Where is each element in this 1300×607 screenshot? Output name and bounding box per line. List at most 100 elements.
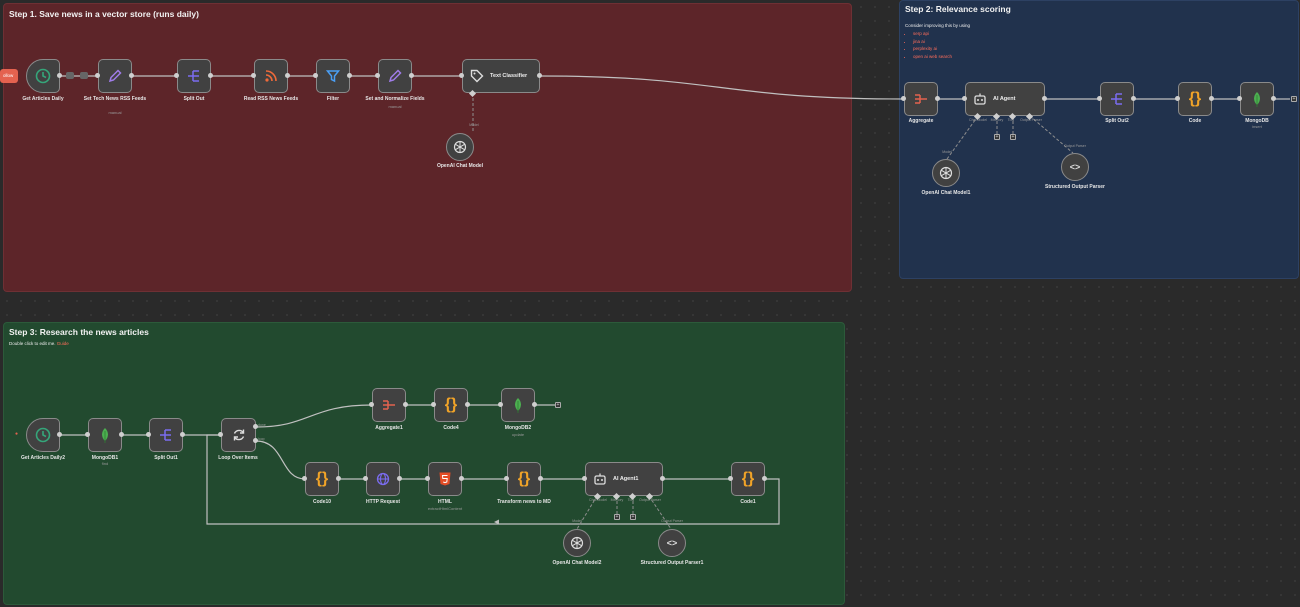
- node-mongodb2[interactable]: [501, 388, 535, 422]
- input-port[interactable]: [1097, 96, 1102, 101]
- node-structured-output-parser[interactable]: <>: [1061, 153, 1089, 181]
- braces-icon: {}: [316, 471, 328, 487]
- add-memory-button[interactable]: +: [994, 134, 1000, 140]
- add-memory-button[interactable]: +: [614, 514, 620, 520]
- input-port[interactable]: [498, 402, 503, 407]
- output-port[interactable]: [403, 402, 408, 407]
- input-port[interactable]: [375, 73, 380, 78]
- node-split-out2[interactable]: [1100, 82, 1134, 116]
- output-port[interactable]: [537, 73, 542, 78]
- input-port[interactable]: [174, 73, 179, 78]
- node-ai-agent[interactable]: AI Agent: [965, 82, 1045, 116]
- output-port[interactable]: [465, 402, 470, 407]
- output-port[interactable]: [1042, 96, 1047, 101]
- node-http-request[interactable]: [366, 462, 400, 496]
- node-label: Split Out2: [1087, 118, 1147, 124]
- node-label: OpenAI Chat Model2: [537, 560, 617, 566]
- input-port[interactable]: [962, 96, 967, 101]
- node-openai-chat-model1[interactable]: [932, 159, 960, 187]
- node-loop-over-items[interactable]: [221, 418, 256, 452]
- node-label: Text Classifier: [490, 73, 527, 79]
- node-openai-chat-model2[interactable]: [563, 529, 591, 557]
- output-port[interactable]: [57, 73, 62, 78]
- output-port[interactable]: [532, 402, 537, 407]
- node-label: HTTP Request: [348, 499, 418, 505]
- node-read-rss-news-feeds[interactable]: [254, 59, 288, 93]
- braces-icon: {}: [1189, 91, 1201, 107]
- node-code1[interactable]: {}: [731, 462, 765, 496]
- output-port[interactable]: [935, 96, 940, 101]
- output-port[interactable]: [129, 73, 134, 78]
- output-port[interactable]: [459, 476, 464, 481]
- node-filter[interactable]: [316, 59, 350, 93]
- output-port[interactable]: [1209, 96, 1214, 101]
- port-label: Model: [557, 519, 597, 523]
- node-subtitle: find: [75, 461, 135, 466]
- node-aggregate1[interactable]: [372, 388, 406, 422]
- node-set-and-normalize-fields[interactable]: [378, 59, 412, 93]
- input-port[interactable]: [85, 432, 90, 437]
- output-port[interactable]: [660, 476, 665, 481]
- node-code4[interactable]: {}: [434, 388, 468, 422]
- output-port[interactable]: [397, 476, 402, 481]
- input-port[interactable]: [363, 476, 368, 481]
- output-port[interactable]: [180, 432, 185, 437]
- output-port[interactable]: [538, 476, 543, 481]
- node-subtitle: manual: [355, 104, 435, 109]
- done-port[interactable]: [253, 424, 258, 429]
- output-port[interactable]: [409, 73, 414, 78]
- add-tool-button[interactable]: +: [630, 514, 636, 520]
- input-port[interactable]: [459, 73, 464, 78]
- node-code[interactable]: {}: [1178, 82, 1212, 116]
- output-port[interactable]: [336, 476, 341, 481]
- input-port[interactable]: [582, 476, 587, 481]
- input-port[interactable]: [369, 402, 374, 407]
- add-node-button[interactable]: +: [1291, 96, 1297, 102]
- input-port[interactable]: [302, 476, 307, 481]
- input-port[interactable]: [146, 432, 151, 437]
- node-get-articles-daily2[interactable]: [26, 418, 60, 452]
- loop-port[interactable]: [253, 438, 258, 443]
- output-port[interactable]: [285, 73, 290, 78]
- input-port[interactable]: [95, 73, 100, 78]
- input-port[interactable]: [431, 402, 436, 407]
- node-code10[interactable]: {}: [305, 462, 339, 496]
- braces-icon: {}: [742, 471, 754, 487]
- node-mongodb[interactable]: [1240, 82, 1274, 116]
- input-port[interactable]: [218, 432, 223, 437]
- node-split-out[interactable]: [177, 59, 211, 93]
- node-set-tech-news-rss-feeds[interactable]: [98, 59, 132, 93]
- node-openai-chat-model[interactable]: [446, 133, 474, 161]
- node-aggregate[interactable]: [904, 82, 938, 116]
- input-port[interactable]: [425, 476, 430, 481]
- output-port[interactable]: [762, 476, 767, 481]
- node-label: Loop Over Items: [203, 455, 273, 461]
- output-port[interactable]: [1131, 96, 1136, 101]
- node-transform-news-to-md[interactable]: {}: [507, 462, 541, 496]
- add-tool-button[interactable]: +: [1010, 134, 1016, 140]
- node-structured-output-parser1[interactable]: <>: [658, 529, 686, 557]
- node-text-classifier[interactable]: Text Classifier: [462, 59, 540, 93]
- node-mongodb1[interactable]: [88, 418, 122, 452]
- input-port[interactable]: [313, 73, 318, 78]
- input-port[interactable]: [1237, 96, 1242, 101]
- node-get-articles-daily[interactable]: [26, 59, 60, 93]
- trigger-tag[interactable]: ollow: [0, 69, 18, 83]
- robot-icon: [593, 472, 607, 486]
- pin-badge: [66, 72, 74, 79]
- node-split-out1[interactable]: [149, 418, 183, 452]
- input-port[interactable]: [1175, 96, 1180, 101]
- add-node-button[interactable]: +: [555, 402, 561, 408]
- output-port[interactable]: [57, 432, 62, 437]
- node-ai-agent1[interactable]: AI Agent1: [585, 462, 663, 496]
- output-port[interactable]: [208, 73, 213, 78]
- input-port[interactable]: [728, 476, 733, 481]
- node-html[interactable]: [428, 462, 462, 496]
- input-port[interactable]: [504, 476, 509, 481]
- output-port[interactable]: [1271, 96, 1276, 101]
- output-port[interactable]: [119, 432, 124, 437]
- input-port[interactable]: [251, 73, 256, 78]
- output-port[interactable]: [347, 73, 352, 78]
- input-port[interactable]: [901, 96, 906, 101]
- connection-line: [256, 405, 372, 427]
